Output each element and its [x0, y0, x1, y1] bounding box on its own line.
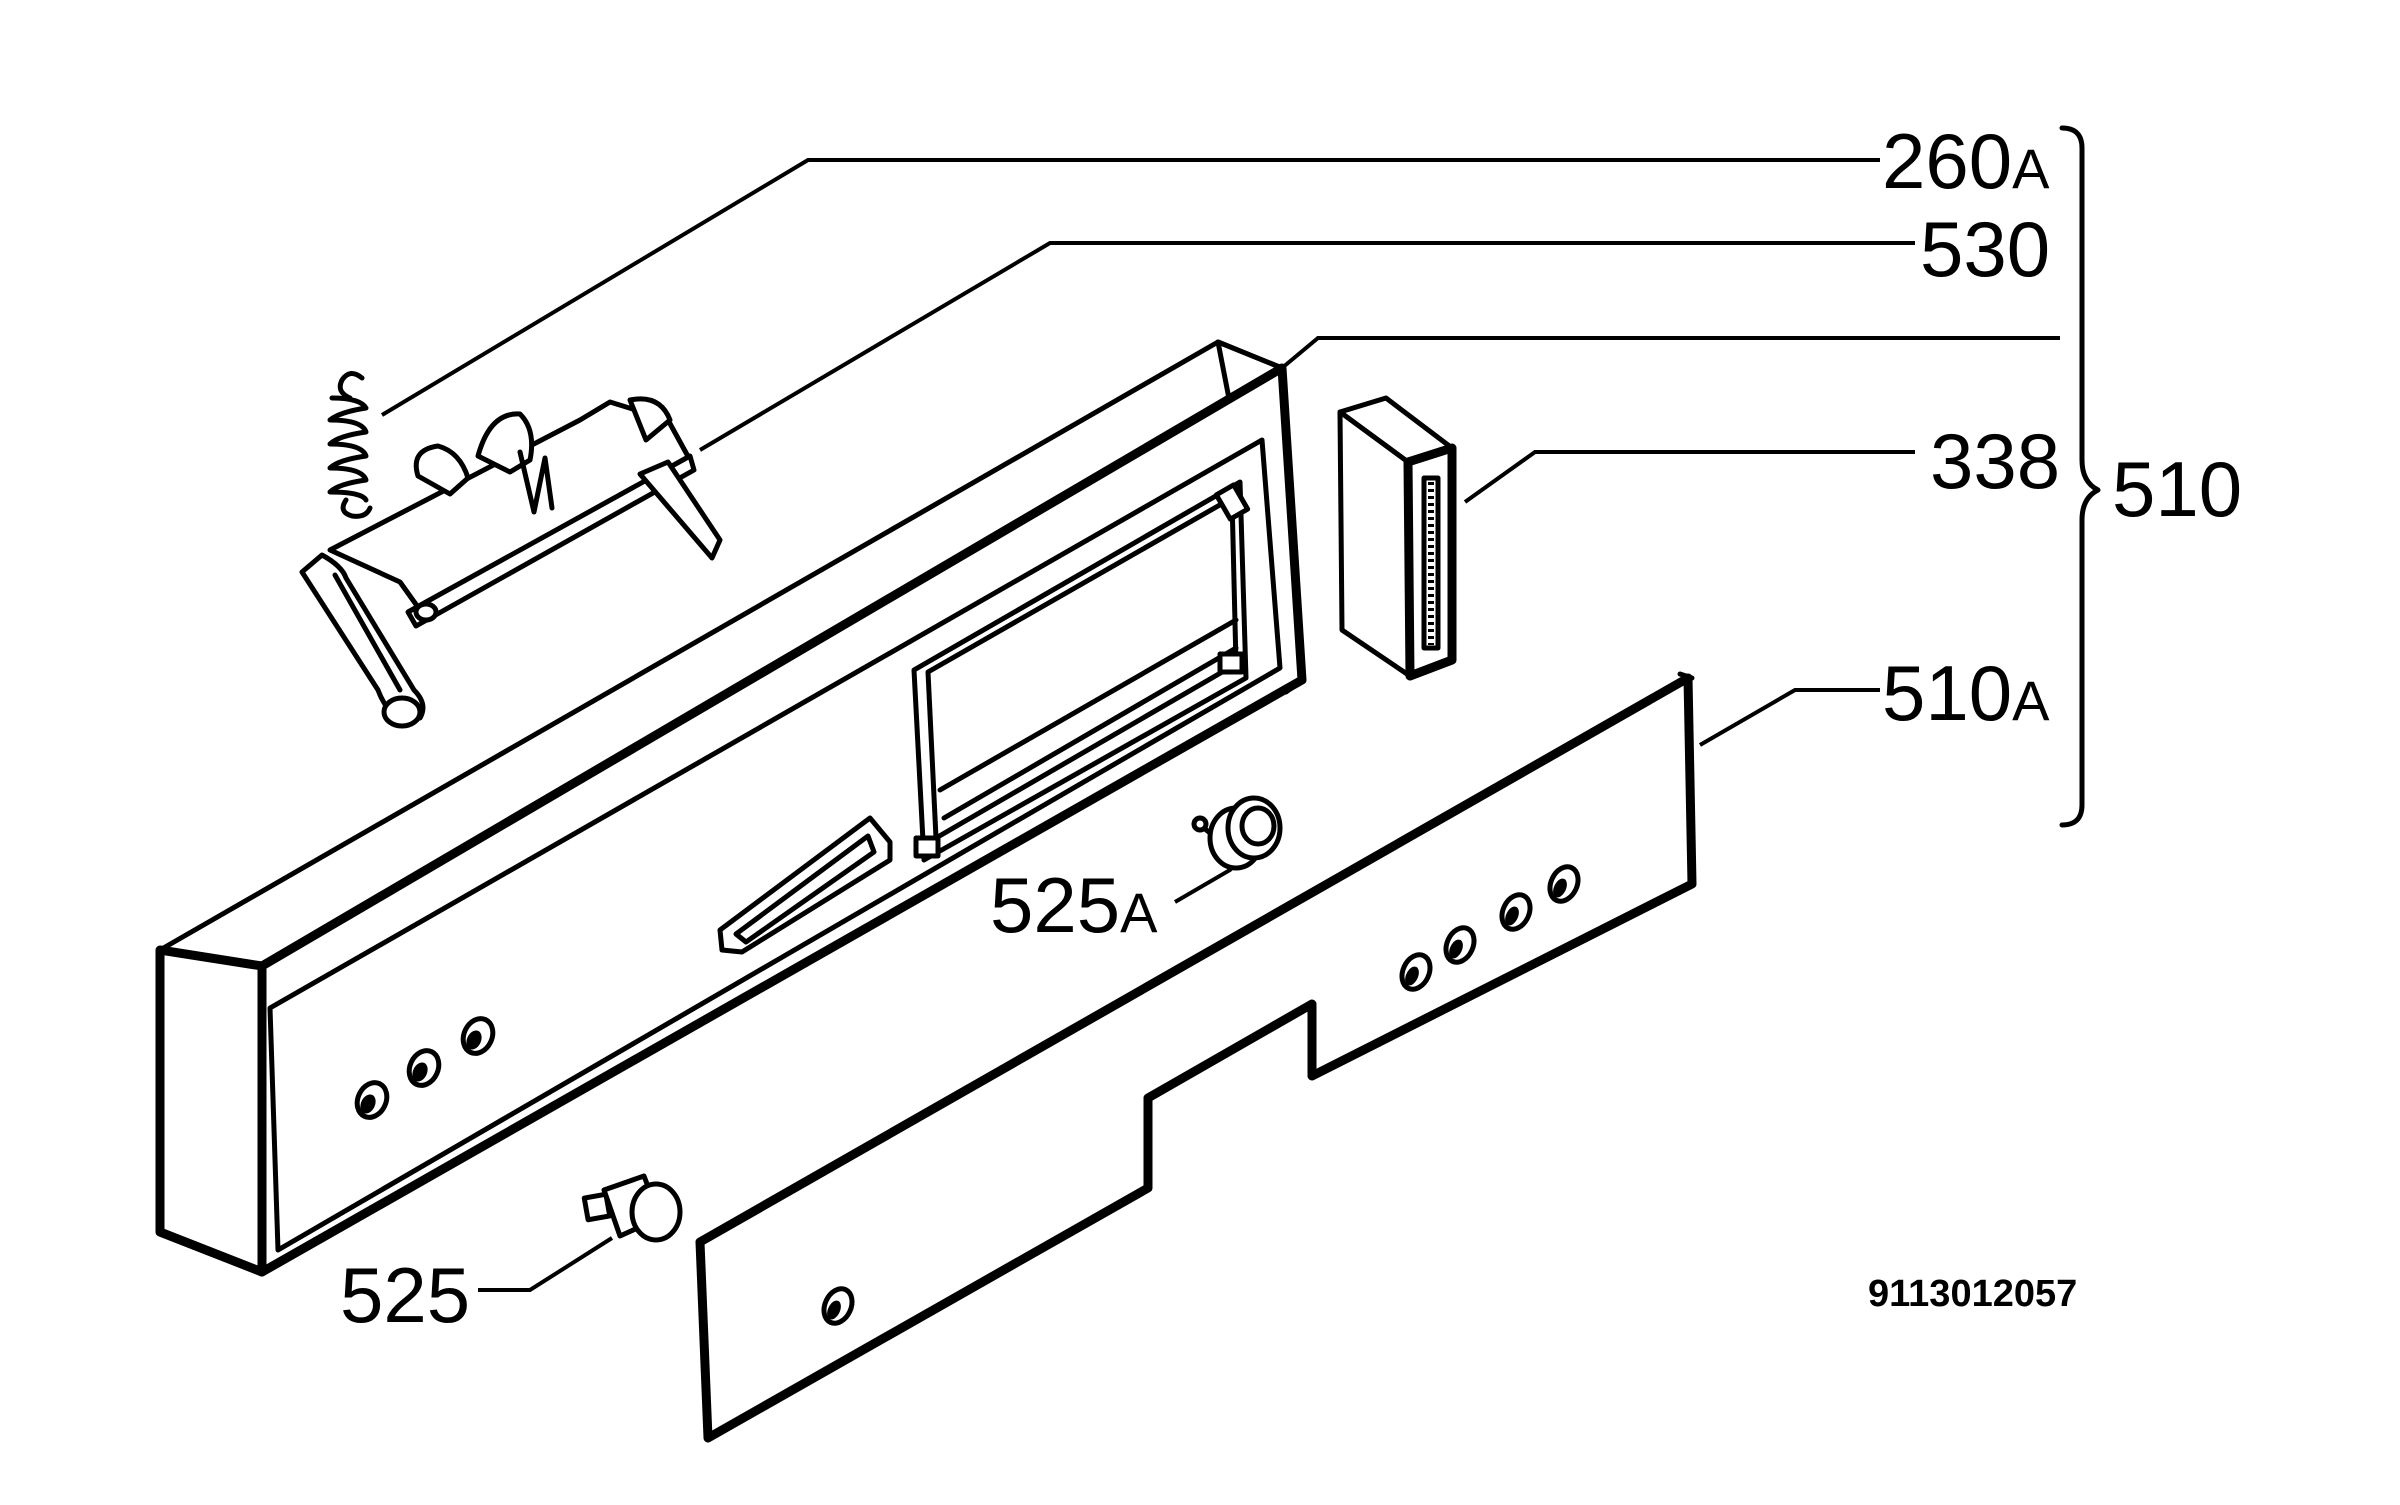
knob-icon: [1191, 795, 1283, 871]
leader-260a: [380, 158, 1880, 417]
drawing-number: 9113012057: [1868, 1273, 2077, 1315]
connector-block-icon: [1337, 395, 1457, 681]
label-260a: 260A: [1882, 117, 2050, 205]
label-510: 510: [2112, 445, 2242, 533]
leader-530: [698, 241, 1915, 452]
door-latch-icon: [299, 396, 723, 729]
leader-lines: [380, 158, 2060, 1292]
display-slot: [717, 815, 893, 955]
label-530: 530: [1920, 205, 2050, 293]
part-labels: 260A 530 338 510 510A 525A 525 911301205…: [340, 117, 2242, 1339]
leader-510-body: [1280, 336, 2060, 370]
front-panel-icon: [695, 671, 1697, 1443]
leader-510a: [1698, 688, 1880, 747]
label-525a: 525A: [990, 861, 1158, 949]
group-brace-510: [2059, 125, 2101, 828]
indicator-holes: [354, 1016, 496, 1120]
label-525: 525: [340, 1251, 470, 1339]
label-510a: 510A: [1882, 649, 2050, 737]
leader-525: [478, 1236, 614, 1292]
leader-338: [1463, 450, 1915, 504]
label-338: 338: [1930, 417, 2060, 505]
spring-icon: [327, 371, 373, 519]
control-panel-icon: [155, 339, 1307, 1277]
push-button-icon: [581, 1173, 683, 1243]
